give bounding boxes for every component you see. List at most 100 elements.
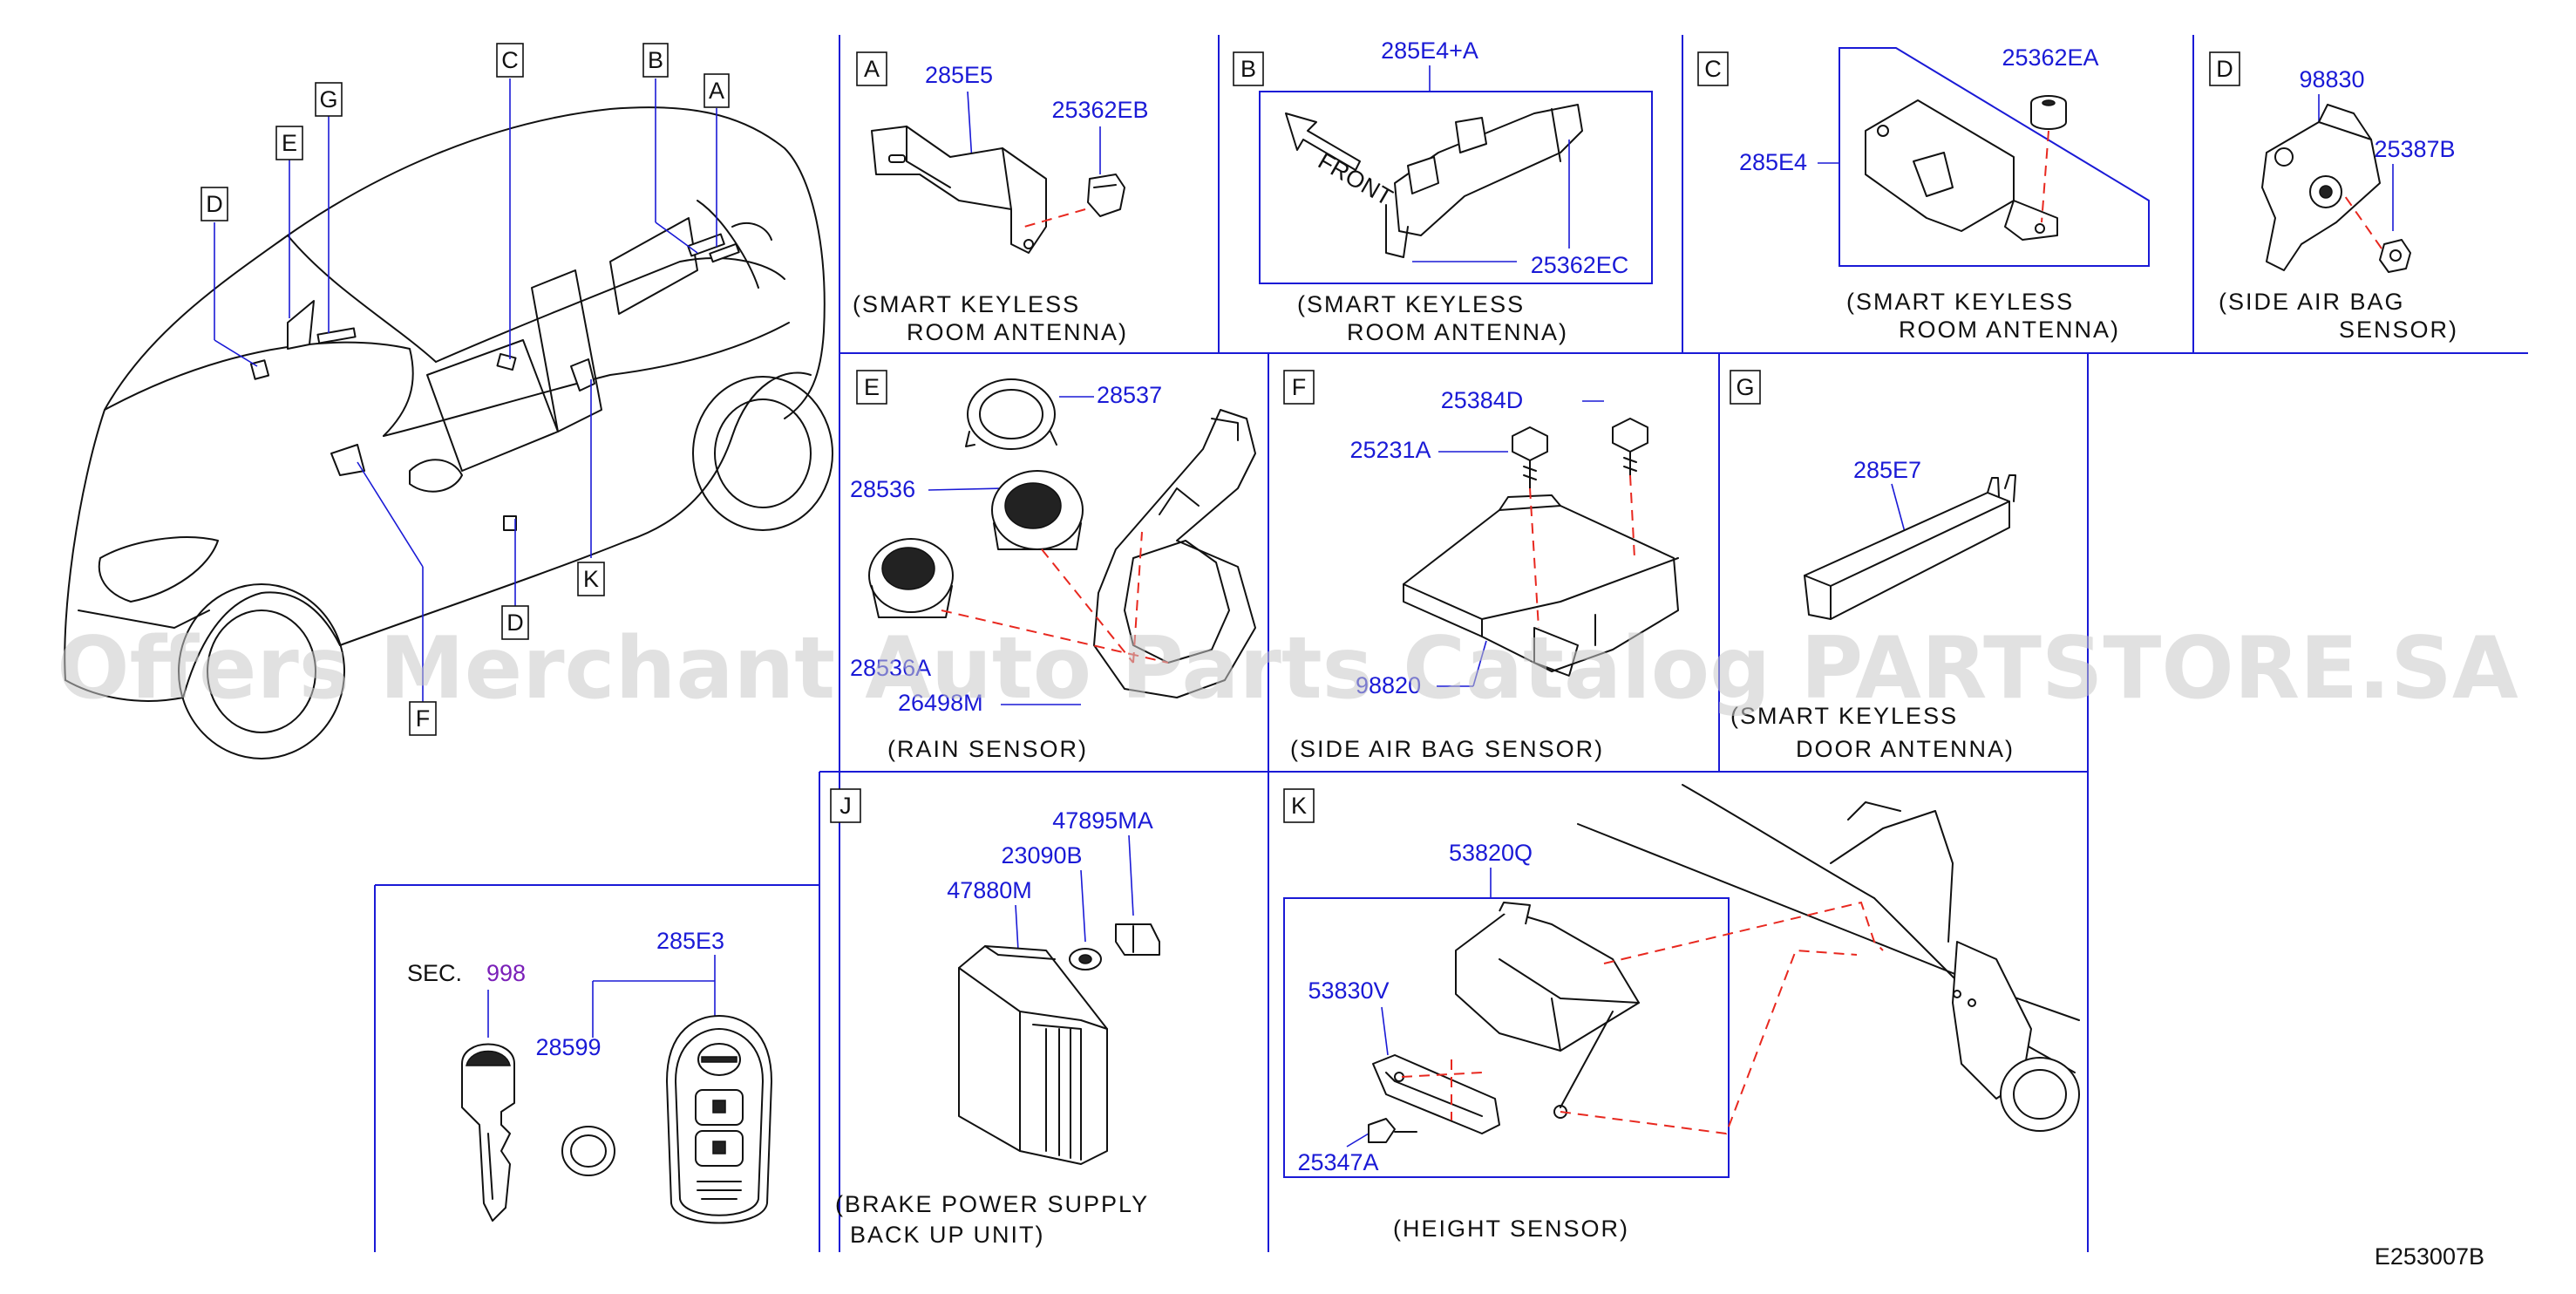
part-number[interactable]: 23090B bbox=[1001, 842, 1082, 868]
caption: (SIDE AIR BAG SENSOR) bbox=[1290, 736, 1604, 762]
panel-letter: K bbox=[1291, 793, 1307, 819]
grommet-part bbox=[1069, 948, 1102, 970]
car-callout-leaders bbox=[214, 78, 717, 702]
car-callout-E[interactable]: E bbox=[275, 126, 303, 160]
bolt-part bbox=[1368, 1118, 1417, 1143]
part-number[interactable]: 25362EB bbox=[1051, 97, 1148, 123]
height-sensor-part bbox=[1455, 902, 1640, 1119]
car-callout-K[interactable]: K bbox=[577, 562, 605, 596]
caption: (SMART KEYLESS bbox=[853, 291, 1080, 317]
intelligent-key-fob-part bbox=[666, 1015, 772, 1224]
caption: ROOM ANTENNA) bbox=[1899, 317, 2120, 343]
part-number[interactable]: 98830 bbox=[2299, 66, 2364, 92]
svg-text:E: E bbox=[282, 130, 297, 156]
panel-letter-box bbox=[856, 51, 887, 86]
part-number[interactable]: 28536A bbox=[850, 655, 931, 681]
rain-sensor-alt-part bbox=[868, 538, 954, 618]
bolt-part bbox=[1512, 426, 1548, 489]
part-number[interactable]: 28536 bbox=[850, 476, 915, 502]
part-number[interactable]: 285E5 bbox=[925, 62, 993, 88]
front-label: FRONT bbox=[1314, 147, 1397, 210]
coin-battery-part bbox=[561, 1126, 615, 1176]
suspension-member-part bbox=[1577, 784, 2080, 1132]
panel-J: J 47895MA 23090B 47880M (BRAKE POWER SUP… bbox=[830, 788, 1160, 1248]
panel-C: C 25362EA 285E4 (SMART KEYLESS ROOM ANTE… bbox=[1697, 44, 2150, 343]
bolt-part bbox=[1612, 418, 1648, 476]
part-number[interactable]: 28599 bbox=[535, 1034, 601, 1060]
part-number[interactable]: 98820 bbox=[1356, 672, 1421, 698]
car-callout-G[interactable]: G bbox=[315, 82, 343, 117]
part-number[interactable]: 285E3 bbox=[656, 928, 724, 954]
part-number[interactable]: 47895MA bbox=[1052, 807, 1153, 834]
part-number[interactable]: 285E7 bbox=[1853, 457, 1921, 483]
svg-text:F: F bbox=[416, 705, 431, 732]
mechanical-key-part bbox=[461, 1043, 515, 1222]
caption: ROOM ANTENNA) bbox=[1347, 319, 1568, 345]
part-number[interactable]: 25362EC bbox=[1531, 252, 1629, 278]
detail-box bbox=[1259, 91, 1653, 284]
caption: BACK UP UNIT) bbox=[850, 1222, 1045, 1248]
caption: (SMART KEYLESS bbox=[1846, 289, 2074, 315]
grommet-part bbox=[2030, 95, 2067, 130]
part-number[interactable]: 25384D bbox=[1441, 387, 1524, 413]
door-antenna-part bbox=[1804, 474, 2016, 620]
caption: (RAIN SENSOR) bbox=[887, 736, 1088, 762]
part-number[interactable]: 285E4+A bbox=[1381, 37, 1478, 64]
caption: DOOR ANTENNA) bbox=[1796, 736, 2015, 762]
car-callout-D-side[interactable]: D bbox=[501, 605, 529, 640]
svg-text:D: D bbox=[206, 191, 223, 217]
part-number[interactable]: 28537 bbox=[1097, 382, 1162, 408]
svg-text:B: B bbox=[648, 47, 663, 73]
sensor-cover-part bbox=[965, 378, 1057, 450]
panel-K: K 53820Q 53830V 25347A bbox=[1283, 784, 2080, 1242]
part-number[interactable]: 285E4 bbox=[1739, 149, 1807, 175]
part-number[interactable]: 53830V bbox=[1308, 977, 1389, 1004]
panel-letter: F bbox=[1292, 374, 1307, 400]
part-number[interactable]: 47880M bbox=[947, 877, 1032, 903]
caption: (SMART KEYLESS bbox=[1297, 291, 1525, 317]
car-callout-D-front[interactable]: D bbox=[201, 187, 228, 221]
svg-text:G: G bbox=[319, 86, 337, 112]
panel-frames bbox=[374, 35, 2528, 1252]
car-callout-F[interactable]: F bbox=[409, 701, 437, 736]
caption: ROOM ANTENNA) bbox=[907, 319, 1128, 345]
svg-text:A: A bbox=[709, 78, 724, 104]
smart-keyless-antenna-part bbox=[1385, 104, 1583, 258]
diagram-code: E253007B bbox=[2375, 1243, 2484, 1270]
car-overview: A B C D E G D K bbox=[64, 43, 833, 759]
sec-number-link[interactable]: 998 bbox=[486, 960, 526, 986]
car-callout-C[interactable]: C bbox=[496, 43, 524, 78]
caption: (SIDE AIR BAG bbox=[2219, 289, 2405, 315]
bracket-part bbox=[1115, 923, 1160, 956]
car-mounted-parts bbox=[249, 233, 740, 531]
part-number[interactable]: 25387B bbox=[2374, 136, 2455, 162]
detail-box bbox=[1283, 897, 1730, 1178]
nut-part bbox=[2379, 239, 2411, 273]
panel-letter: B bbox=[1240, 56, 1256, 82]
panel-letter: C bbox=[1704, 56, 1722, 82]
side-air-bag-sensor-part bbox=[2261, 104, 2381, 271]
watermark: Offers Merchant Auto Parts Catalog PARTS… bbox=[57, 619, 2518, 719]
bracket-part bbox=[1093, 409, 1256, 698]
panel-letter: G bbox=[1736, 374, 1754, 400]
smart-keyless-antenna-part bbox=[871, 126, 1047, 254]
caption: SENSOR) bbox=[2339, 317, 2458, 343]
panel-A: A 285E5 25362EB (SMART KEYLESS ROOM ANTE… bbox=[853, 51, 1149, 345]
panel-letter: A bbox=[864, 56, 880, 82]
part-number[interactable]: 25347A bbox=[1297, 1149, 1378, 1175]
car-callout-A[interactable]: A bbox=[703, 73, 730, 108]
caption: (HEIGHT SENSOR) bbox=[1393, 1216, 1629, 1242]
sec-prefix: SEC. bbox=[407, 960, 462, 986]
part-number[interactable]: 25231A bbox=[1349, 437, 1431, 463]
part-number[interactable]: 26498M bbox=[898, 690, 983, 716]
car-callout-B[interactable]: B bbox=[642, 43, 669, 78]
panel-E: E 28537 28536 28536A 26498M bbox=[850, 370, 1256, 762]
key-panel: SEC. 998 285E3 28599 bbox=[407, 928, 772, 1224]
part-number[interactable]: 53820Q bbox=[1449, 840, 1533, 866]
front-arrow: FRONT bbox=[1285, 112, 1397, 211]
svg-text:D: D bbox=[506, 610, 524, 636]
car-outline bbox=[64, 106, 833, 759]
panel-B: B 285E4+A FRONT 25362EC (SMART KEYLESS R… bbox=[1233, 37, 1653, 345]
part-number[interactable]: 25362EA bbox=[2002, 44, 2098, 71]
